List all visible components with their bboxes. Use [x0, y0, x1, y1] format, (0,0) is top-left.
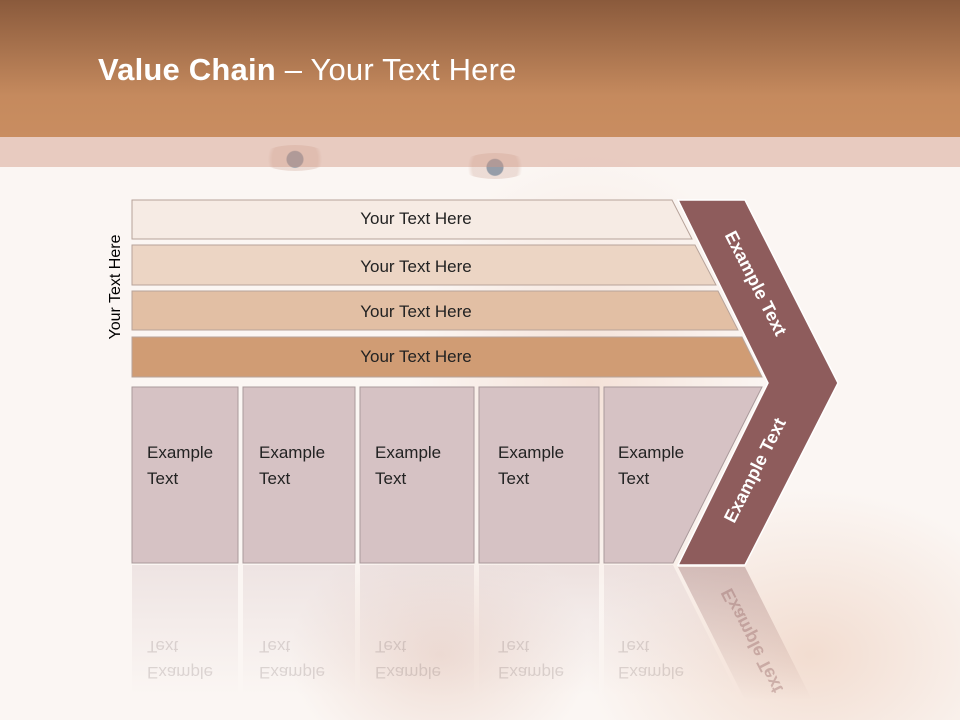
column-3-reflection — [360, 565, 474, 695]
bar-1 — [131, 199, 693, 240]
column-5 — [603, 386, 763, 564]
title-header — [0, 0, 960, 137]
title-bold: Value Chain — [98, 52, 276, 87]
chevron-reflection — [678, 567, 812, 700]
bar-2-label: Your Text Here — [360, 257, 472, 276]
photo-eye-left — [260, 145, 330, 171]
bar-2 — [131, 244, 717, 286]
photo-eye-right — [460, 153, 530, 179]
column-5-reflection — [604, 565, 738, 695]
column-4-reflection — [479, 565, 599, 695]
bar-1-label: Your Text Here — [360, 209, 472, 228]
bar-4-label: Your Text Here — [360, 347, 472, 366]
bar-3-label: Your Text Here — [360, 302, 472, 321]
title-rest: – Your Text Here — [275, 52, 517, 87]
column-1 — [131, 386, 239, 564]
header-band — [0, 137, 960, 167]
column-1-reflection — [132, 565, 238, 695]
bar-4 — [131, 336, 763, 378]
column-2 — [242, 386, 356, 564]
column-2-reflection — [243, 565, 355, 695]
column-4 — [478, 386, 600, 564]
slide-title: Value Chain – Your Text Here — [98, 52, 517, 88]
column-3 — [359, 386, 475, 564]
bar-3 — [131, 290, 739, 331]
chevron-arrow — [676, 199, 839, 566]
